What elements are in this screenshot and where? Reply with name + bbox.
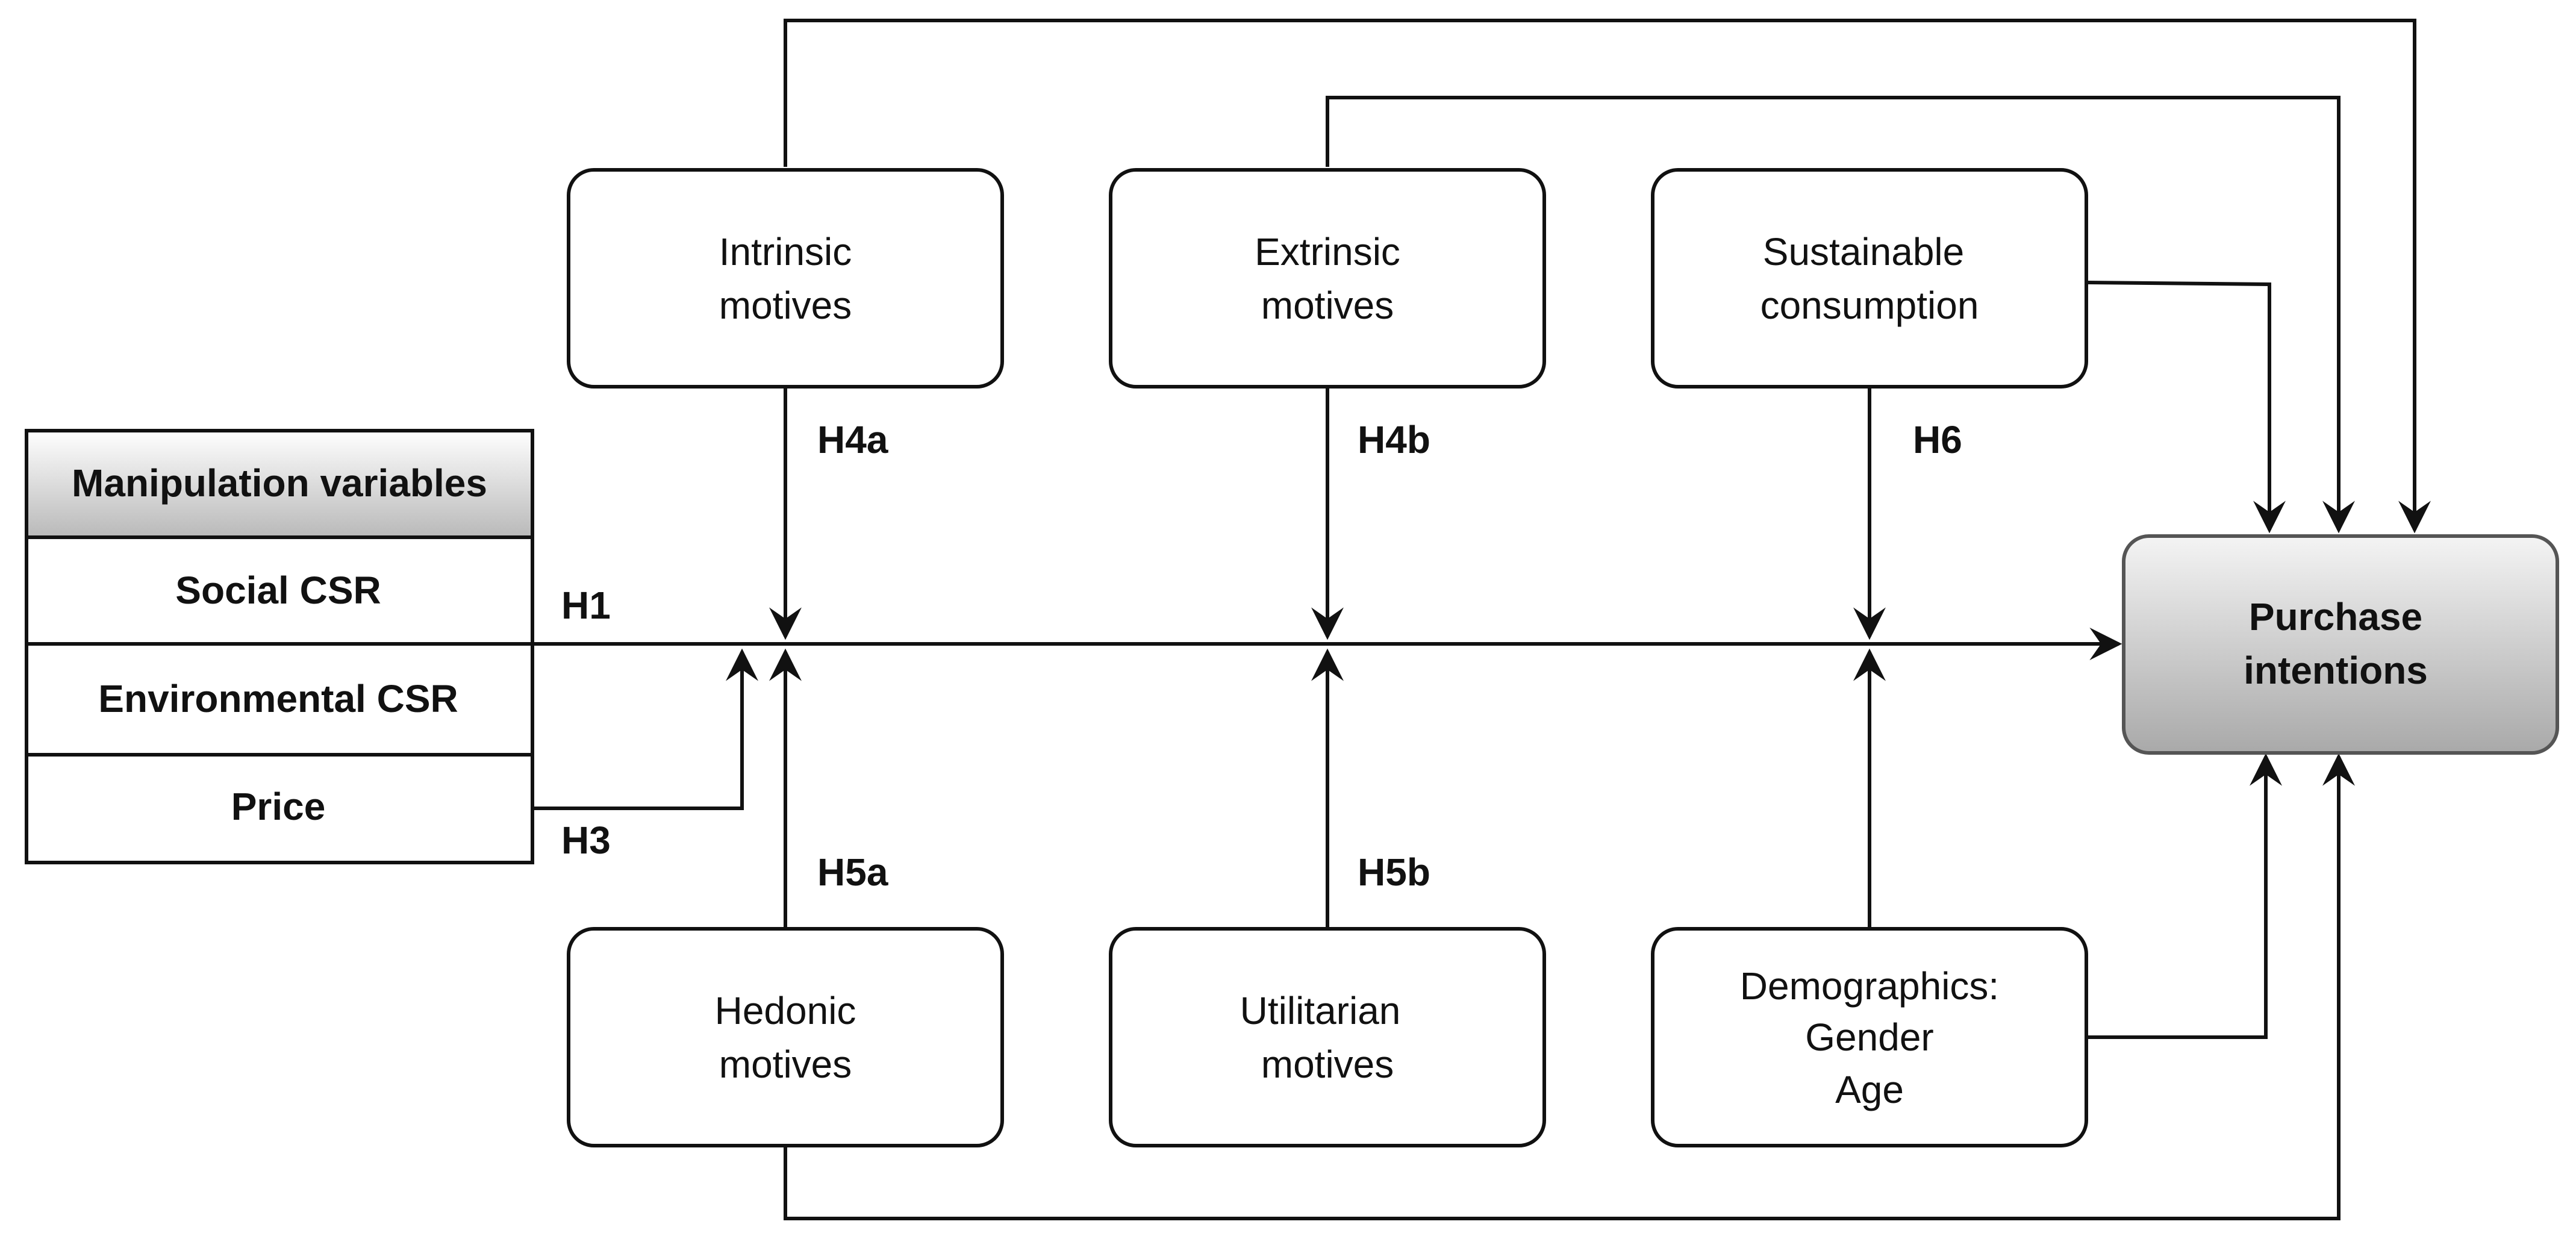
intrinsic-motives-box: Intrinsic motives bbox=[567, 168, 1004, 389]
hypothesis-label-h3: H3 bbox=[561, 819, 611, 862]
hedonic-motives-line-2: motives bbox=[719, 1043, 852, 1086]
intrinsic-motives-line-2: motives bbox=[719, 284, 852, 327]
hypothesis-label-h4b: H4b bbox=[1358, 418, 1430, 461]
table-header-label: Manipulation variables bbox=[72, 461, 487, 505]
hypothesis-label-h5a: H5a bbox=[817, 850, 888, 894]
purchase-intentions-box: Purchase intentions bbox=[2122, 534, 2559, 755]
sustainable-direct-arrow bbox=[2087, 281, 2286, 534]
intrinsic-direct-arrow bbox=[784, 19, 2431, 534]
demographics-line-2: Gender bbox=[1805, 1016, 1933, 1059]
extrinsic-direct-arrow bbox=[1326, 96, 2355, 534]
intrinsic-motives-line-1: Intrinsic bbox=[719, 230, 852, 273]
hypothesis-label-h4a: H4a bbox=[817, 418, 888, 461]
sustainable-consumption-line-2: consumption bbox=[1760, 284, 1979, 327]
h3-price-arrow bbox=[532, 648, 758, 810]
demographics-line-3: Age bbox=[1835, 1068, 1904, 1111]
utilitarian-motives-box: Utilitarian motives bbox=[1109, 927, 1546, 1147]
connectors bbox=[27, 19, 2431, 1220]
sustainable-consumption-line-1: Sustainable bbox=[1763, 230, 1964, 273]
demographics-box: Demographics: Gender Age bbox=[1651, 927, 2088, 1147]
demographics-line-1: Demographics: bbox=[1740, 964, 1999, 1008]
table-row-social-csr: Social CSR bbox=[175, 569, 381, 612]
hypothesis-labels: H1 H3 H4a H4b H6 H5a H5b bbox=[561, 418, 1962, 894]
extrinsic-motives-box: Extrinsic motives bbox=[1109, 168, 1546, 389]
table-row-price: Price bbox=[231, 785, 326, 828]
hedonic-motives-line-1: Hedonic bbox=[715, 989, 856, 1032]
hypothesis-label-h6: H6 bbox=[1913, 418, 1962, 461]
table-row-environmental-csr: Environmental CSR bbox=[98, 677, 458, 720]
table-body-frame bbox=[25, 535, 534, 864]
extrinsic-motives-line-1: Extrinsic bbox=[1255, 230, 1400, 273]
hypothesis-label-h1: H1 bbox=[561, 584, 611, 627]
table-header-bg bbox=[25, 429, 534, 539]
extrinsic-motives-line-2: motives bbox=[1261, 284, 1394, 327]
utilitarian-motives-line-2: motives bbox=[1261, 1043, 1394, 1086]
utilitarian-motives-line-1: Utilitarian bbox=[1240, 989, 1401, 1032]
purchase-intentions-line-2: intentions bbox=[2244, 649, 2428, 692]
hypothesis-label-h5b: H5b bbox=[1358, 850, 1430, 894]
manipulation-variables-table: Manipulation variables Social CSR Enviro… bbox=[25, 429, 534, 864]
purchase-intentions-line-1: Purchase bbox=[2249, 595, 2422, 638]
hedonic-motives-box: Hedonic motives bbox=[567, 927, 1004, 1147]
hedonic-direct-arrow bbox=[784, 753, 2355, 1220]
sustainable-consumption-box: Sustainable consumption bbox=[1651, 168, 2088, 389]
demographics-direct-arrow bbox=[2088, 753, 2282, 1039]
